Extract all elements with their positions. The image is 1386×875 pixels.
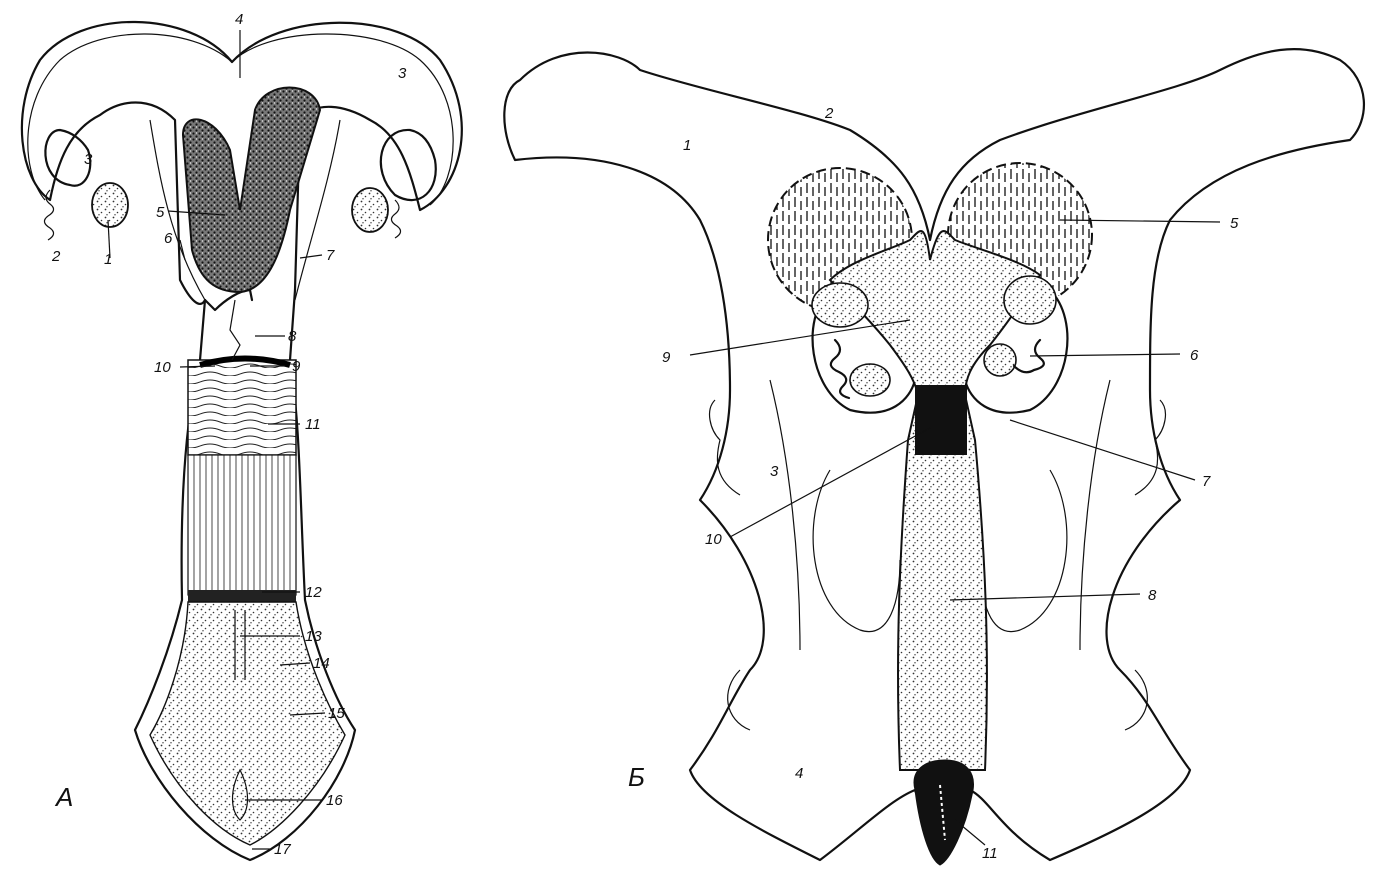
- b-label-11: 11: [982, 845, 998, 862]
- right-oviduct: [391, 200, 400, 238]
- panel-a-letter: А: [54, 782, 73, 812]
- a-label-13: 13: [305, 628, 322, 645]
- cervix-folds: [188, 360, 296, 455]
- b-label-6: 6: [1190, 347, 1199, 364]
- cervix-dark: [915, 385, 967, 455]
- a-label-1: 1: [104, 251, 112, 268]
- a-label-17: 17: [274, 841, 291, 858]
- right-ovary: [352, 188, 388, 232]
- b-label-8: 8: [1148, 587, 1157, 604]
- b-label-9: 9: [662, 349, 671, 366]
- panel-a-drawing: [22, 22, 462, 860]
- a-label-14: 14: [313, 655, 330, 672]
- a-label-7: 7: [326, 247, 335, 264]
- a-label-12: 12: [305, 584, 322, 601]
- b-label-5: 5: [1230, 215, 1239, 232]
- a-label-3-top: 3: [398, 65, 407, 82]
- b-label-1: 1: [683, 137, 691, 154]
- a-label-4: 4: [235, 11, 243, 28]
- panel-b-drawing: [504, 49, 1364, 865]
- left-ovary: [92, 183, 128, 227]
- a-label-5: 5: [156, 204, 165, 221]
- uterine-body-lumen: [183, 88, 320, 293]
- a-label-3-side: 3: [84, 151, 93, 168]
- a-label-2: 2: [51, 248, 61, 265]
- panel-b-letter: Б: [628, 762, 645, 792]
- b-label-10: 10: [705, 531, 722, 548]
- a-label-11: 11: [305, 416, 321, 433]
- b-label-2: 2: [824, 105, 834, 122]
- a-label-8: 8: [288, 328, 297, 345]
- a-label-16: 16: [326, 792, 343, 809]
- left-oviduct: [44, 190, 53, 240]
- a-label-9: 9: [292, 358, 301, 375]
- b-label-4: 4: [795, 765, 803, 782]
- b-label-7: 7: [1202, 473, 1211, 490]
- vagina-folds: [188, 455, 296, 595]
- vulva-dark: [914, 760, 973, 865]
- a-label-15: 15: [328, 705, 345, 722]
- a-label-10: 10: [154, 359, 171, 376]
- right-horn-tip: [381, 130, 436, 200]
- a-label-6: 6: [164, 230, 173, 247]
- b-label-3: 3: [770, 463, 779, 480]
